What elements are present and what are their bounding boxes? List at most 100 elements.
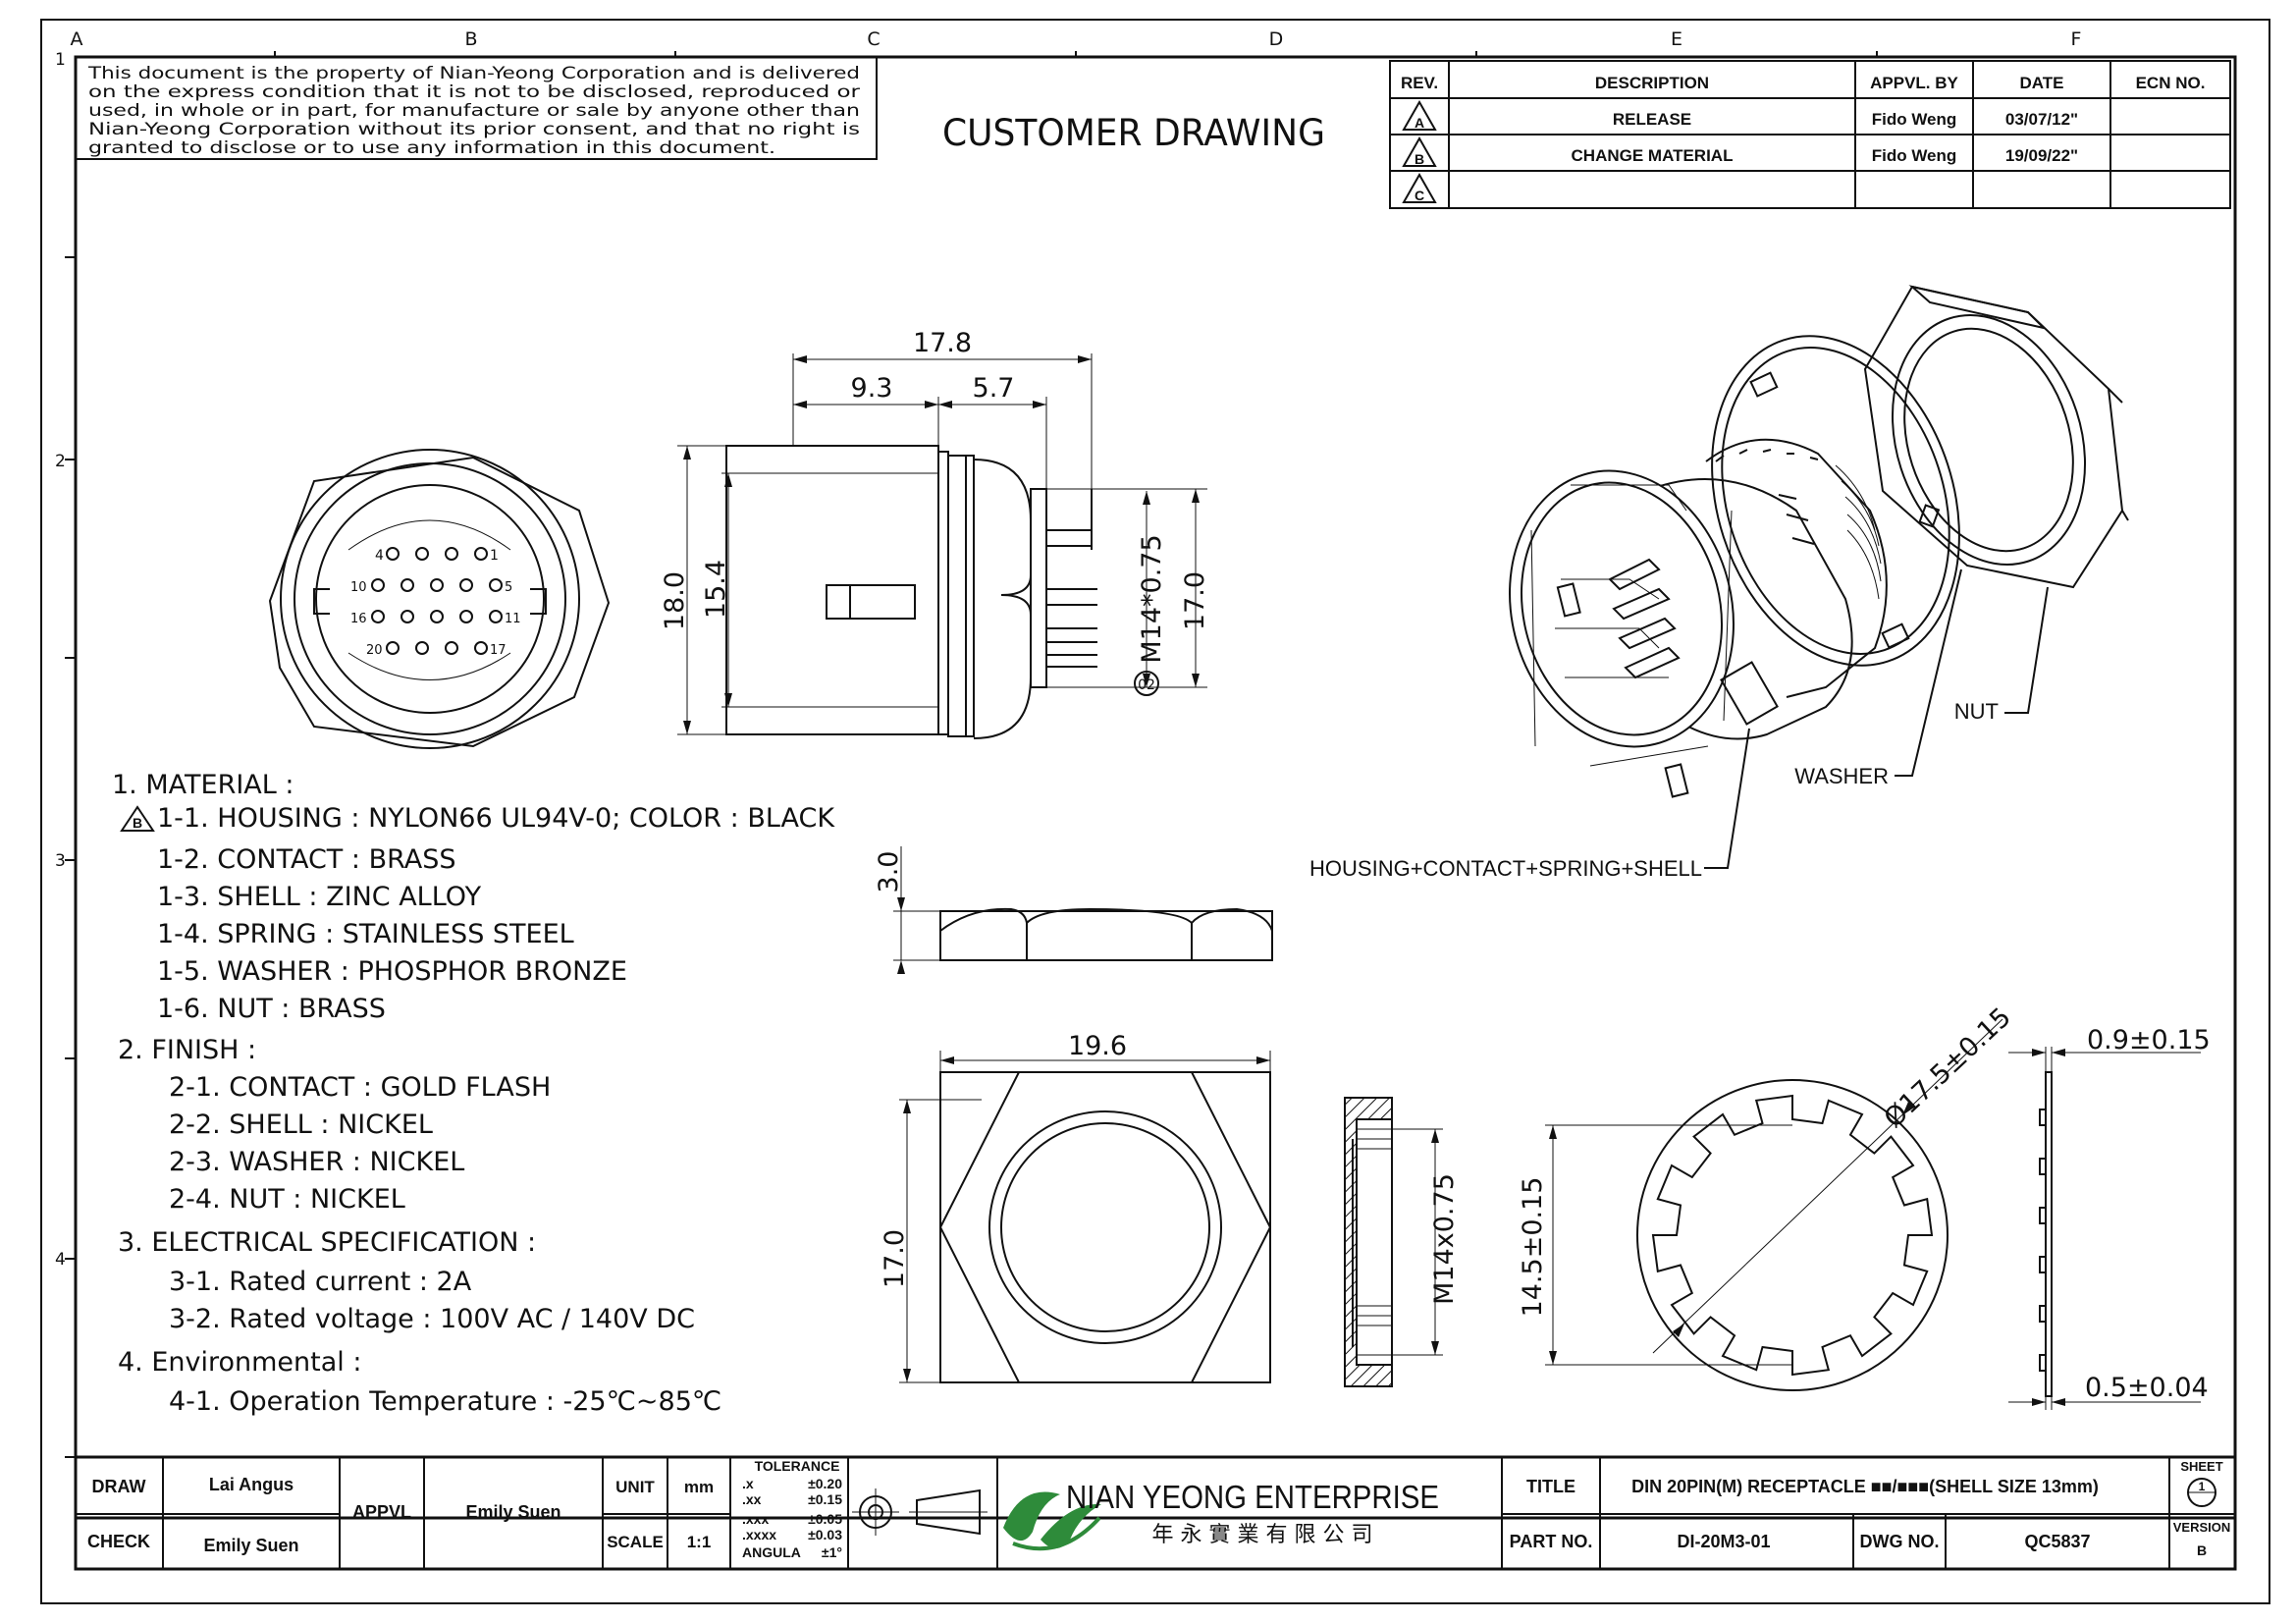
dim-body-inner: 15.4 <box>701 560 731 619</box>
nut-section-view: M14x0.75 <box>1344 1097 1460 1387</box>
side-view-dimensions: 17.8 9.3 5.7 18.0 15.4 17.0 M14*0.75 <box>660 328 1210 735</box>
pin-label-1: 1 <box>490 548 499 564</box>
grid-row-4: 4 <box>55 1250 66 1270</box>
isometric-view: NUT WASHER HOUSING+CONTACT+SPRING+SHELL <box>1309 285 2129 881</box>
check-label: CHECK <box>87 1532 150 1551</box>
label-nut: NUT <box>1954 699 1999 724</box>
pin-label-17: 17 <box>490 643 507 658</box>
dim-washer-thickness: 0.9±0.15 <box>2087 1025 2211 1055</box>
notes-finish-item: 2-2. SHELL : NICKEL <box>169 1109 433 1140</box>
tolerance-value: ±0.05 <box>808 1511 842 1527</box>
tolerance-value: ±0.03 <box>808 1527 842 1542</box>
rev-approved-by: Fido Weng <box>1872 110 1957 129</box>
rev-approved-by: Fido Weng <box>1872 146 1957 165</box>
notes-finish-title: 2. FINISH : <box>118 1035 256 1065</box>
draw-label: DRAW <box>92 1477 146 1496</box>
notes-material-title: 1. MATERIAL : <box>112 770 294 800</box>
tolerance-title: TOLERANCE <box>755 1458 840 1474</box>
tolerance-key: .x <box>742 1476 754 1491</box>
scale-label: SCALE <box>607 1533 664 1551</box>
notes-electrical-item: 3-2. Rated voltage : 100V AC / 140V DC <box>169 1304 695 1334</box>
notes-material-item: 1-5. WASHER : PHOSPHOR BRONZE <box>157 956 627 987</box>
title-block: DRAW Lai Angus CHECK Emily Suen APPVL Em… <box>74 1455 2237 1571</box>
rev-description: RELEASE <box>1613 110 1691 129</box>
iso-nut <box>1863 285 2129 589</box>
tolerance-value: ±1° <box>822 1544 842 1560</box>
rev-letter-a: A <box>1415 115 1424 131</box>
tolerance-value: ±0.20 <box>808 1476 842 1491</box>
dim-thread: M14*0.75 <box>1137 534 1167 663</box>
grid-row-2: 2 <box>55 452 66 471</box>
title-value: DIN 20PIN(M) RECEPTACLE ■■/■■■(SHELL SIZ… <box>1631 1477 2099 1496</box>
unit-value: mm <box>684 1478 714 1496</box>
rev-letter-b: B <box>1415 151 1424 167</box>
pin-label-5: 5 <box>505 580 512 595</box>
drawing-frame <box>40 19 2270 1604</box>
tolerance-key: .xxxx <box>742 1527 776 1542</box>
washer-side-view: 0.9±0.15 0.5±0.04 <box>2008 1025 2211 1410</box>
notes-environmental-item: 4-1. Operation Temperature : -25℃~85℃ <box>169 1386 721 1417</box>
notes-material-item: 1-2. CONTACT : BRASS <box>157 844 456 875</box>
appvl-label: APPVL <box>352 1502 411 1522</box>
confidentiality-notice: This document is the property of Nian-Ye… <box>75 56 878 160</box>
pin-label-10: 10 <box>350 580 367 595</box>
grid-col-e: E <box>1671 28 1682 50</box>
title-label: TITLE <box>1526 1477 1575 1496</box>
notes: 1. MATERIAL : B 1-1. HOUSING : NYLON66 U… <box>112 770 835 1417</box>
grid-col-b: B <box>464 28 477 50</box>
notice-line: on the express condition that it is not … <box>88 82 860 102</box>
washer-front-view: 14.5±0.15 Ø17.5±0.15 <box>1518 1001 2017 1391</box>
part-value: DI-20M3-01 <box>1677 1532 1770 1551</box>
company-logo-icon <box>1003 1491 1101 1551</box>
company-name-cn: 年 永 實 業 有 限 公 司 <box>1152 1523 1373 1547</box>
revision-table: REV. DESCRIPTION APPVL. BY DATE ECN NO. … <box>1389 60 2231 209</box>
dim-nut-width: 19.6 <box>1068 1031 1127 1061</box>
tolerance-key: .xxx <box>742 1511 769 1527</box>
notes-environmental-title: 4. Environmental : <box>118 1347 361 1378</box>
appvl-name: Emily Suen <box>465 1502 561 1522</box>
grid-col-f: F <box>2071 28 2082 50</box>
notes-material-item: 1-1. HOUSING : NYLON66 UL94V-0; COLOR : … <box>157 803 835 834</box>
pin-label-16: 16 <box>350 612 367 626</box>
pin-label-20: 20 <box>366 643 383 658</box>
rev-letter-c: C <box>1415 188 1424 203</box>
sheet-number-icon <box>2187 1478 2216 1507</box>
check-name: Emily Suen <box>203 1536 298 1555</box>
nut-side-view: 3.0 <box>874 846 1273 974</box>
dim-rear-length: 5.7 <box>973 373 1015 404</box>
rev-header-rev: REV. <box>1401 74 1438 92</box>
notes-material-item: 1-6. NUT : BRASS <box>157 994 386 1024</box>
rev-description: CHANGE MATERIAL <box>1572 146 1734 165</box>
pin-label-11: 11 <box>505 612 521 626</box>
iso-washer <box>1711 335 1960 667</box>
dim-nut-thread: M14x0.75 <box>1429 1173 1460 1305</box>
dim-nut-flat: 17.0 <box>880 1229 910 1288</box>
dim-thread-dia: 17.0 <box>1180 571 1210 630</box>
dim-overall-length: 17.8 <box>913 328 972 358</box>
notice-line: Nian-Yeong Corporation without its prior… <box>88 120 860 139</box>
pin-label-4: 4 <box>375 548 384 564</box>
notes-material-item: 1-3. SHELL : ZINC ALLOY <box>157 882 482 912</box>
rev-date: 19/09/22" <box>2005 146 2078 165</box>
dim-body-height: 18.0 <box>660 571 690 630</box>
label-washer: WASHER <box>1794 764 1889 788</box>
tolerance-value: ±0.15 <box>808 1491 842 1507</box>
dim-nut-thickness: 3.0 <box>874 851 904 893</box>
rev-header-ecn: ECN NO. <box>2136 74 2206 92</box>
grid-row-3: 3 <box>55 851 66 871</box>
grid-col-a: A <box>71 28 83 50</box>
dim-washer-inner: 14.5±0.15 <box>1518 1177 1548 1318</box>
label-housing-assembly: HOUSING+CONTACT+SPRING+SHELL <box>1309 856 1702 881</box>
rev-header-description: DESCRIPTION <box>1595 74 1709 92</box>
version-value: B <box>2197 1542 2207 1558</box>
grid-col-c: C <box>867 28 880 50</box>
grid-references: A B C D E F 1 2 3 4 <box>55 28 2082 1458</box>
dwg-value: QC5837 <box>2024 1532 2090 1551</box>
material-rev-flag: B <box>133 815 142 831</box>
unit-label: UNIT <box>615 1478 655 1496</box>
pin-array <box>371 547 503 655</box>
dwg-label: DWG NO. <box>1860 1532 1940 1551</box>
dim-washer-dia: Ø17.5±0.15 <box>1879 1001 2017 1134</box>
notes-finish-item: 2-1. CONTACT : GOLD FLASH <box>169 1072 551 1103</box>
